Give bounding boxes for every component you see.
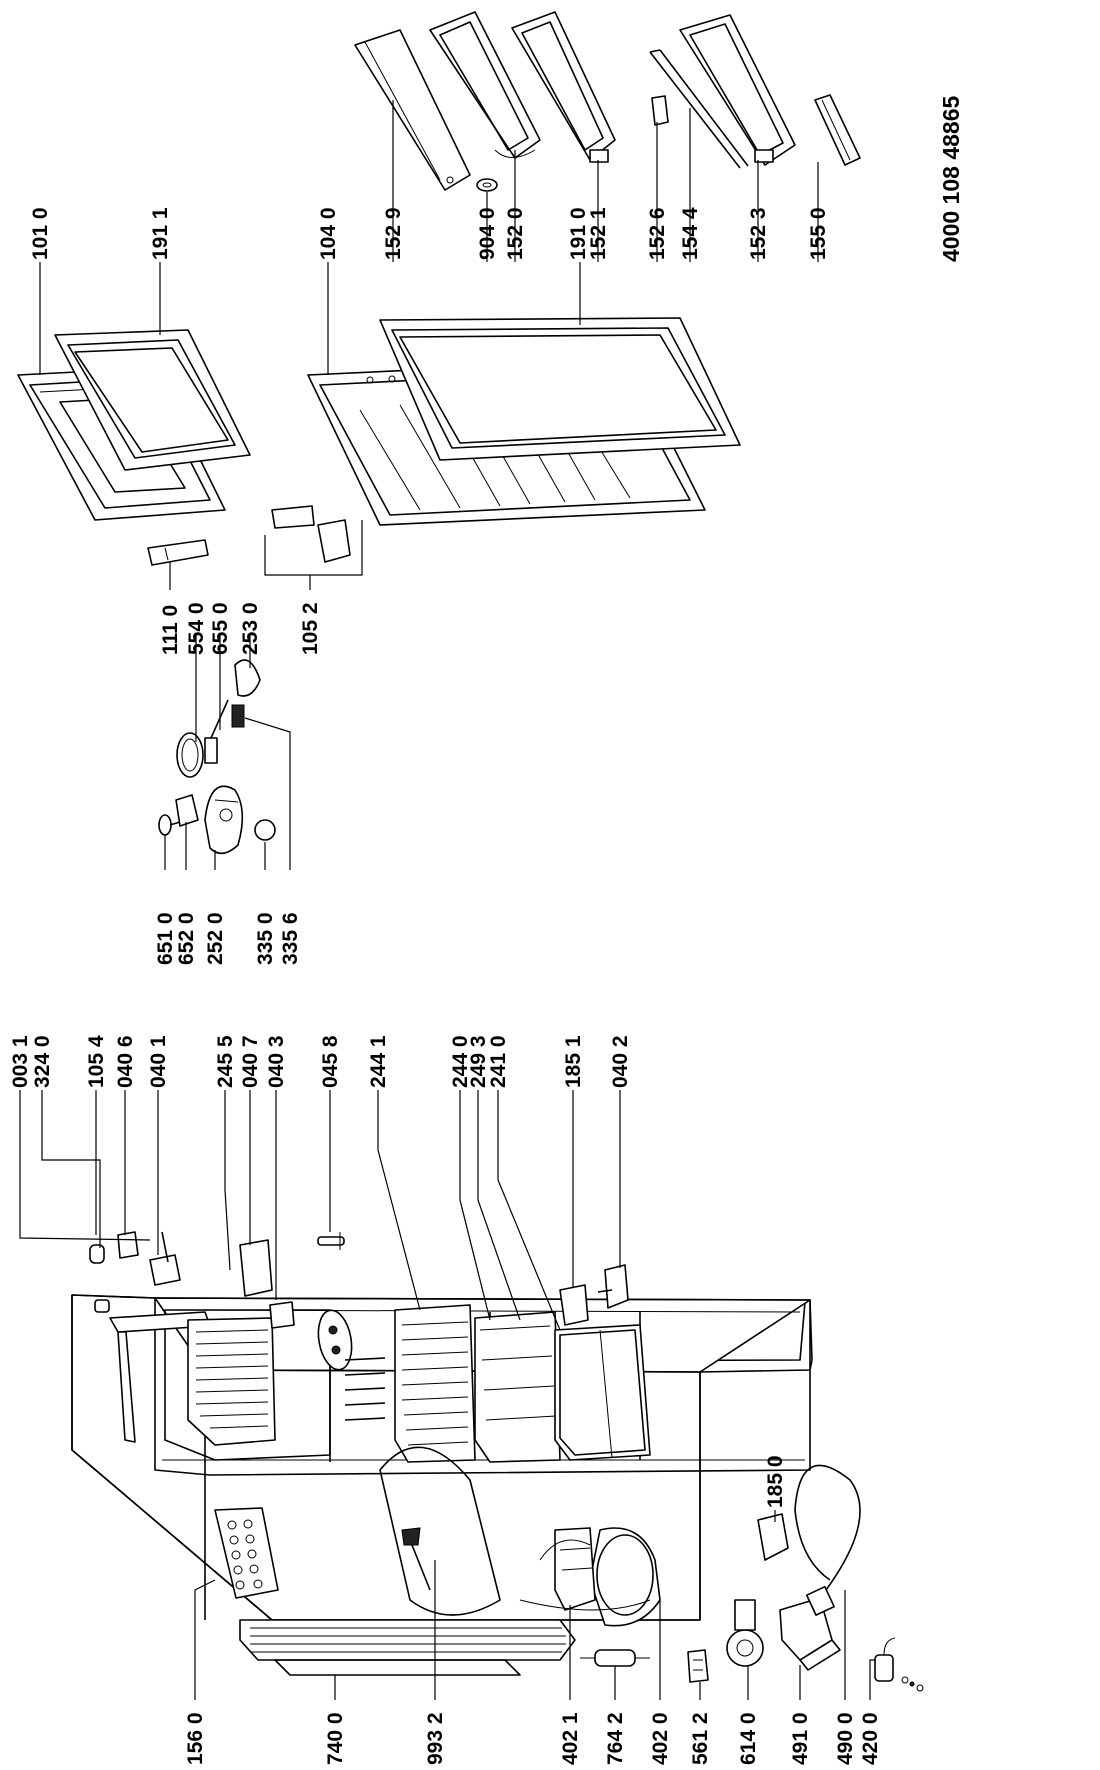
label-152-0: 152 0 (504, 207, 527, 260)
control-parts (158, 659, 276, 855)
label-253-0: 253 0 (239, 602, 262, 655)
label-241-0: 241 0 (487, 1035, 510, 1088)
label-554-0: 554 0 (185, 602, 208, 655)
glass-shelf-lower (474, 1311, 561, 1463)
label-101-0: 101 0 (29, 207, 52, 260)
side-brackets (559, 1264, 629, 1326)
label-335-0: 335 0 (254, 912, 277, 965)
label-040-7: 040 7 (239, 1035, 262, 1088)
label-152-3: 152 3 (747, 207, 770, 260)
shelf-support-rails (344, 1357, 386, 1421)
label-152-1: 152 1 (587, 207, 610, 260)
label-185-0: 185 0 (764, 1455, 787, 1508)
hinge-screw (317, 1232, 345, 1250)
thermostat-housing (317, 1309, 353, 1371)
label-402-1: 402 1 (559, 1712, 582, 1765)
label-191-1: 191 1 (149, 207, 172, 260)
drier-filter (580, 1649, 650, 1667)
compressor (519, 1527, 661, 1627)
label-040-6: 040 6 (114, 1035, 137, 1088)
power-cord (794, 1464, 861, 1616)
label-045-8: 045 8 (319, 1035, 342, 1088)
middle-brackets (239, 1239, 295, 1329)
freezer-door-gasket (54, 329, 251, 471)
condenser (239, 1619, 576, 1676)
label-040-2: 040 2 (609, 1035, 632, 1088)
label-244-1: 244 1 (367, 1035, 390, 1088)
label-420-0: 420 0 (859, 1712, 882, 1765)
door-balcony-upper (429, 11, 541, 159)
label-111-0: 111 0 (159, 604, 182, 655)
starter-relay (687, 1649, 709, 1683)
glass-shelf-upper (394, 1304, 476, 1463)
label-152-6: 152 6 (646, 207, 669, 260)
overload-protector (726, 1599, 764, 1667)
door-balcony-lower (679, 14, 796, 166)
fridge-door-gasket (379, 317, 741, 461)
egg-tray (214, 1507, 279, 1599)
label-104-0: 104 0 (317, 207, 340, 260)
label-040-1: 040 1 (147, 1035, 170, 1088)
label-402-0: 402 0 (649, 1712, 672, 1765)
label-764-2: 764 2 (604, 1712, 627, 1765)
label-155-0: 155 0 (807, 207, 830, 260)
label-154-4: 154 4 (679, 207, 702, 260)
label-245-5: 245 5 (214, 1035, 237, 1088)
label-652-0: 652 0 (175, 912, 198, 965)
top-hinge (147, 539, 209, 566)
label-561-2: 561 2 (689, 1712, 712, 1765)
label-904-0: 904 0 (476, 207, 499, 260)
label-003-1: 003 1 (9, 1035, 32, 1088)
label-152-9: 152 9 (382, 207, 405, 260)
loose-bracket (757, 1513, 789, 1561)
label-040-3: 040 3 (265, 1035, 288, 1088)
capacitor (874, 1637, 924, 1692)
label-740-0: 740 0 (324, 1712, 347, 1765)
door-hinge-kit (264, 505, 363, 576)
label-191-0: 191 0 (567, 207, 590, 260)
door-balcony-middle (511, 11, 616, 163)
label-252-0: 252 0 (204, 912, 227, 965)
label-655-0: 655 0 (209, 602, 232, 655)
label-651-0: 651 0 (154, 912, 177, 965)
label-324-0: 324 0 (31, 1035, 54, 1088)
bottle-retainer (649, 49, 749, 169)
label-491-0: 491 0 (789, 1712, 812, 1765)
dairy-cover (354, 29, 471, 191)
label-185-1: 185 1 (562, 1035, 585, 1088)
door-stop-washer (476, 178, 498, 192)
label-105-2: 105 2 (299, 602, 322, 655)
crisper-drawer (554, 1324, 651, 1461)
evaporator-grid (187, 1317, 276, 1446)
document-number: 4000 108 48865 (938, 95, 964, 262)
label-156-0: 156 0 (184, 1712, 207, 1765)
door-handle-strip (814, 94, 861, 166)
label-614-0: 614 0 (737, 1712, 760, 1765)
label-335-6: 335 6 (279, 912, 302, 965)
label-993-2: 993 2 (424, 1712, 447, 1765)
leader-lines (19, 100, 876, 1700)
label-490-0: 490 0 (834, 1712, 857, 1765)
hinge-brackets (89, 1231, 181, 1313)
label-249-3: 249 3 (467, 1035, 490, 1088)
light-assembly (379, 1446, 501, 1616)
label-105-4: 105 4 (85, 1035, 108, 1088)
